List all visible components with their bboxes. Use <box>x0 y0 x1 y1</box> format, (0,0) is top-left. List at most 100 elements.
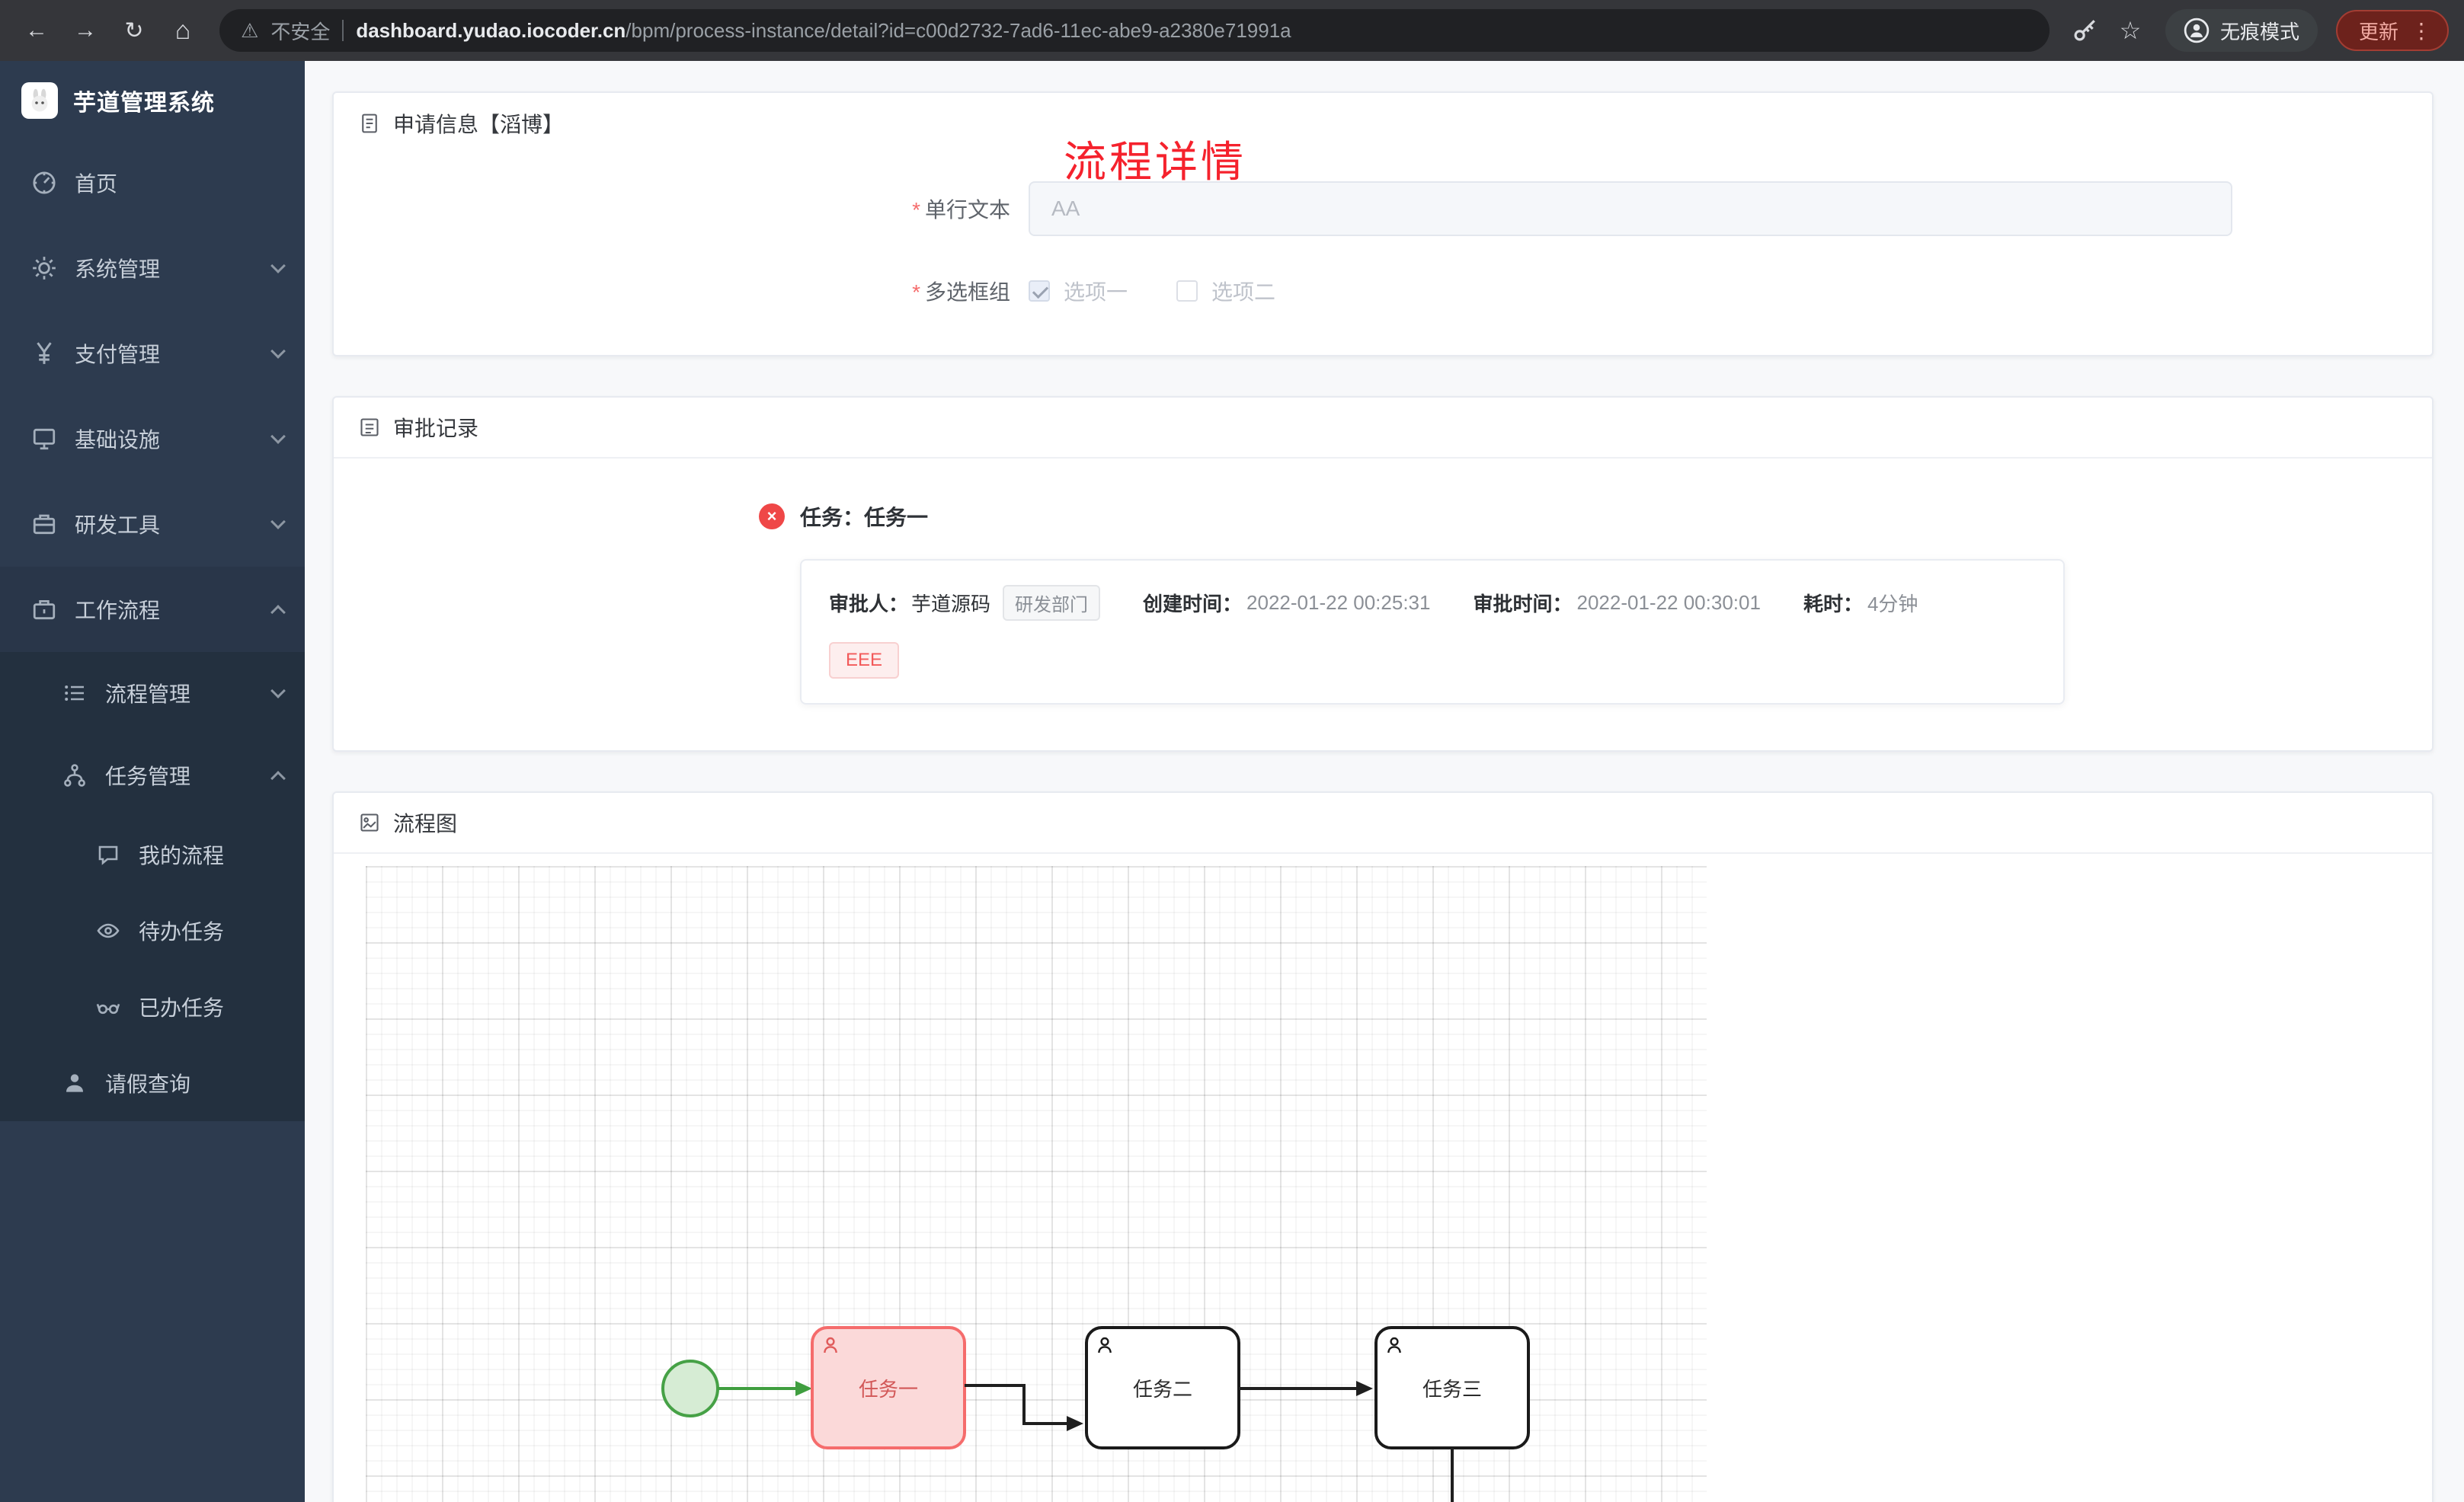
chevron-up-icon <box>270 771 286 786</box>
bookmark-star-icon[interactable] <box>2110 11 2150 50</box>
dept-tag: 研发部门 <box>1003 585 1101 621</box>
infra-icon <box>30 425 58 452</box>
form-row-single-line: *单行文本 <box>840 181 2432 236</box>
checkbox-group: 选项一 选项二 <box>1029 276 1324 306</box>
approver-label: 审批人： <box>829 593 909 615</box>
checkbox-option-2[interactable]: 选项二 <box>1176 276 1275 306</box>
task-node-1[interactable]: 任务一 <box>811 1326 966 1449</box>
approver-group: 审批人： 芋道源码 研发部门 <box>829 585 1101 621</box>
sidebar-item-label: 流程管理 <box>105 682 191 706</box>
created-label: 创建时间： <box>1143 593 1243 615</box>
security-label: 不安全 <box>270 20 331 43</box>
task-head: 任务：任务一 <box>759 501 2402 532</box>
approved-label: 审批时间： <box>1473 593 1573 615</box>
sidebar-item-devtools[interactable]: 研发工具 <box>0 481 305 567</box>
back-icon[interactable] <box>15 9 58 52</box>
approved-time-group: 审批时间： 2022-01-22 00:30:01 <box>1473 589 1760 617</box>
task-node-3[interactable]: 任务三 <box>1374 1326 1530 1449</box>
sidebar-item-workflow[interactable]: 工作流程 <box>0 567 305 652</box>
approval-card-title: 审批记录 <box>393 417 479 440</box>
sidebar: 芋道管理系统 首页 系统管理 支付管理 基础设施 <box>0 61 305 1502</box>
sidebar-item-my-process[interactable]: 我的流程 <box>0 817 305 893</box>
checkbox-unchecked-icon <box>1176 280 1198 302</box>
sidebar-item-process-mgmt[interactable]: 流程管理 <box>0 652 305 734</box>
forward-icon[interactable] <box>64 9 107 52</box>
diagram-body: 任务一 任务二 <box>334 854 2432 1502</box>
address-separator <box>342 20 344 41</box>
incognito-icon <box>2184 18 2210 43</box>
sidebar-item-home[interactable]: 首页 <box>0 140 305 225</box>
sidebar-item-label: 首页 <box>75 172 118 196</box>
sequence-flow-completed <box>718 1381 812 1396</box>
chevron-down-icon <box>270 344 286 359</box>
start-event-node[interactable] <box>661 1360 719 1417</box>
chevron-down-icon <box>270 429 286 444</box>
yen-icon <box>30 340 58 367</box>
sidebar-item-done-tasks[interactable]: 已办任务 <box>0 969 305 1045</box>
chevron-down-icon <box>270 514 286 529</box>
sidebar-item-system[interactable]: 系统管理 <box>0 225 305 311</box>
dashboard-icon <box>30 169 58 197</box>
single-line-input[interactable] <box>1029 181 2232 236</box>
chevron-down-icon <box>270 258 286 273</box>
approval-timeline: 任务：任务一 审批人： 芋道源码 研发部门 创建时间： 2022-01-22 0 <box>334 459 2432 750</box>
task-title: 任务：任务一 <box>800 506 929 529</box>
not-secure-icon <box>241 19 258 43</box>
single-line-label: *单行文本 <box>912 198 1010 222</box>
glasses-icon <box>94 993 122 1021</box>
reload-icon[interactable] <box>113 9 155 52</box>
url-path: /bpm/process-instance/detail?id=c00d2732… <box>626 18 1291 42</box>
process-diagram-card: 流程图 <box>332 791 2434 1502</box>
approval-card-header: 审批记录 <box>334 398 2432 459</box>
sidebar-item-payment[interactable]: 支付管理 <box>0 311 305 396</box>
sidebar-item-label: 任务管理 <box>105 765 191 788</box>
workflow-submenu: 流程管理 任务管理 我的流程 待办任务 已办 <box>0 652 305 1121</box>
checkbox-checked-icon <box>1029 280 1050 302</box>
sidebar-item-label: 系统管理 <box>75 257 161 281</box>
approval-detail-box: 审批人： 芋道源码 研发部门 创建时间： 2022-01-22 00:25:31… <box>800 559 2065 705</box>
my-process-icon <box>94 841 122 868</box>
diagram-icon <box>358 811 381 834</box>
chevron-up-icon <box>270 605 286 620</box>
main-content: 流程详情 申请信息【滔博】 *单行文本 *多选框组 <box>305 61 2464 1502</box>
sidebar-item-leave-query[interactable]: 请假查询 <box>0 1045 305 1121</box>
apply-card-title: 申请信息【滔博】 <box>393 113 565 136</box>
checkbox-option-1[interactable]: 选项一 <box>1029 276 1128 306</box>
process-icon <box>61 679 88 707</box>
address-bar[interactable]: 不安全 dashboard.yudao.iocoder.cn/bpm/proce… <box>219 9 2050 52</box>
duration-value: 4分钟 <box>1867 593 1918 615</box>
task-icon <box>61 762 88 789</box>
task-node-2[interactable]: 任务二 <box>1085 1326 1240 1449</box>
url-host: dashboard.yudao.iocoder.cn <box>356 18 626 42</box>
created-time-group: 创建时间： 2022-01-22 00:25:31 <box>1143 589 1430 617</box>
approval-record-card: 审批记录 任务：任务一 审批人： 芋道源码 研发部门 <box>332 396 2434 752</box>
task-node-label: 任务一 <box>859 1378 918 1401</box>
sidebar-item-label: 请假查询 <box>105 1072 191 1096</box>
home-icon[interactable] <box>162 9 204 52</box>
update-button[interactable]: 更新 <box>2335 10 2449 51</box>
app-logo[interactable]: 芋道管理系统 <box>0 61 305 140</box>
browser-chrome: 不安全 dashboard.yudao.iocoder.cn/bpm/proce… <box>0 0 2464 61</box>
sidebar-item-infra[interactable]: 基础设施 <box>0 396 305 481</box>
rejected-status-icon <box>759 503 785 529</box>
apply-info-card: 申请信息【滔博】 *单行文本 *多选框组 选项一 <box>332 91 2434 356</box>
document-icon <box>358 112 381 135</box>
browser-menu-icon[interactable] <box>2411 18 2432 43</box>
gear-icon <box>30 254 58 282</box>
apply-card-header: 申请信息【滔博】 <box>334 93 2432 154</box>
chevron-down-icon <box>270 683 286 698</box>
sidebar-item-todo-tasks[interactable]: 待办任务 <box>0 893 305 969</box>
sidebar-item-label: 工作流程 <box>75 599 161 622</box>
logo-rabbit-icon <box>21 82 58 119</box>
sequence-flow-2-3 <box>1239 1381 1373 1396</box>
checkbox-group-label: *多选框组 <box>912 280 1010 304</box>
diagram-card-header: 流程图 <box>334 793 2432 854</box>
bpmn-canvas[interactable]: 任务一 任务二 <box>366 866 1707 1502</box>
sidebar-item-task-mgmt[interactable]: 任务管理 <box>0 734 305 817</box>
key-icon[interactable] <box>2065 11 2104 50</box>
approver-name: 芋道源码 <box>911 593 991 615</box>
approved-time: 2022-01-22 00:30:01 <box>1576 591 1761 614</box>
created-time: 2022-01-22 00:25:31 <box>1246 591 1431 614</box>
approval-meta-row: 审批人： 芋道源码 研发部门 创建时间： 2022-01-22 00:25:31… <box>829 585 2036 621</box>
checkbox-label: 选项二 <box>1211 280 1276 304</box>
